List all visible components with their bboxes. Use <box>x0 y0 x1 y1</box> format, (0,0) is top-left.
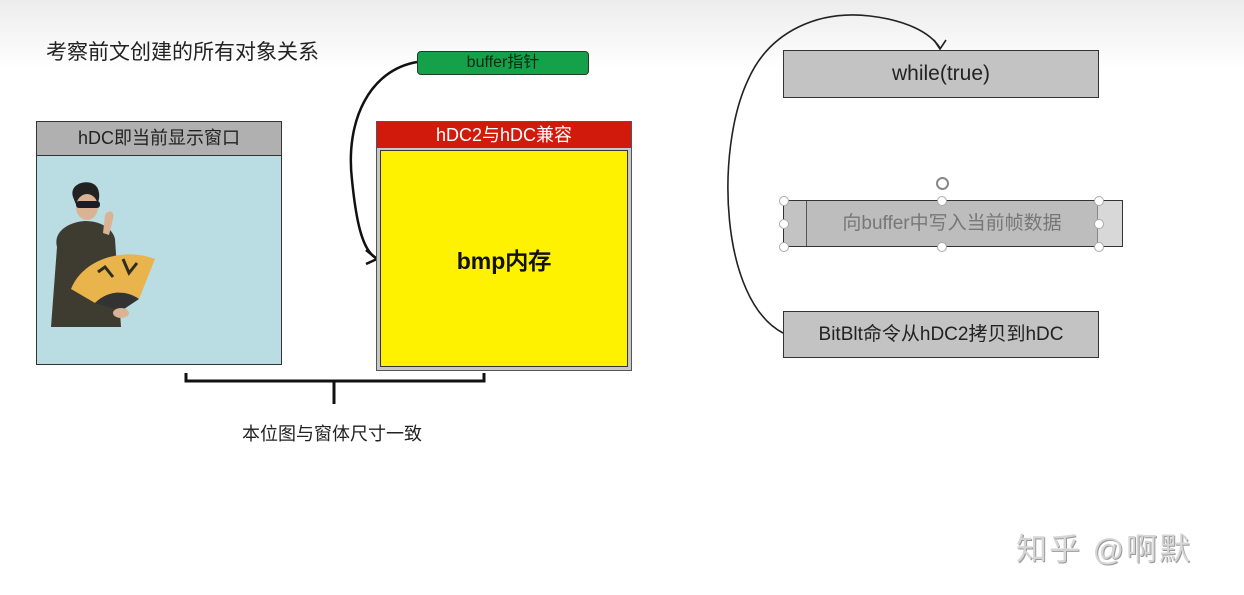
rotate-handle-icon[interactable] <box>936 177 949 190</box>
display-window-header: hDC即当前显示窗口 <box>37 122 281 156</box>
resize-handle[interactable] <box>779 219 789 229</box>
write-frame-text[interactable]: 向buffer中写入当前帧数据 <box>806 201 1098 246</box>
bitmap-memory: bmp内存 <box>380 150 628 367</box>
slide-title: 考察前文创建的所有对象关系 <box>46 41 319 64</box>
resize-handle[interactable] <box>779 196 789 206</box>
brace-label: 本位图与窗体尺寸一致 <box>242 424 422 444</box>
buffer-pointer-tag: buffer指针 <box>417 51 589 75</box>
resize-handle[interactable] <box>937 196 947 206</box>
bitmap-box-header: hDC2与hDC兼容 <box>377 122 631 148</box>
resize-handle[interactable] <box>779 242 789 252</box>
person-photo <box>51 182 155 327</box>
resize-handle[interactable] <box>937 242 947 252</box>
resize-handle[interactable] <box>1094 196 1104 206</box>
display-window-box: hDC即当前显示窗口 <box>36 121 282 365</box>
write-frame-box[interactable]: 向buffer中写入当前帧数据 <box>779 177 1123 252</box>
bitblt-box: BitBlt命令从hDC2拷贝到hDC <box>783 311 1099 358</box>
resize-handle[interactable] <box>1094 219 1104 229</box>
bitmap-box: hDC2与hDC兼容 bmp内存 <box>376 121 632 371</box>
watermark: 知乎 @啊默 <box>1016 532 1193 567</box>
resize-handle[interactable] <box>1094 242 1104 252</box>
while-loop-box: while(true) <box>783 50 1099 98</box>
